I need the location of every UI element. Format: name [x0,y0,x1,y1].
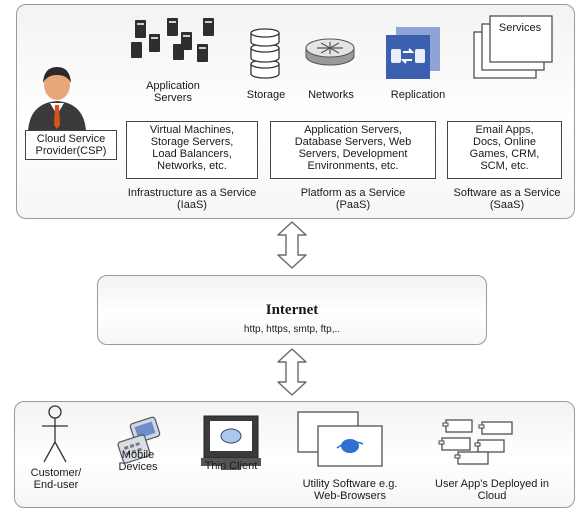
customer-label: Customer/ End-user [30,467,82,491]
internet-panel: Internet http, https, smtp, ftp,.. [97,275,487,345]
services-label: Services [498,22,542,34]
saas-caption: Software as a Service (SaaS) [453,187,561,211]
replication-icon [386,27,440,79]
thin-client-monitor-icon [201,415,261,470]
paas-caption: Platform as a Service (PaaS) [300,187,406,211]
lower-double-arrow-icon [277,348,307,396]
cloud-provider-label: Cloud Service Provider(CSP) [25,130,117,160]
storage-label: Storage [246,89,286,101]
cloud-provider-person-icon [28,67,86,131]
networks-label: Networks [308,89,354,101]
storage-icon [250,28,280,79]
networks-icon [305,38,355,66]
user-apps-label: User App's Deployed in Cloud [435,478,549,502]
mobile-device-icon [117,416,161,464]
services-stack-icon [473,15,553,79]
utility-software-label: Utility Software e.g. Web-Browsers [302,478,398,502]
web-browser-windows-icon [297,411,383,467]
user-apps-components-icon [438,419,513,465]
iaas-box: Virtual Machines, Storage Servers, Load … [126,121,258,179]
paas-box: Application Servers, Database Servers, W… [270,121,436,179]
internet-protocols: http, https, smtp, ftp,.. [243,324,341,335]
thin-client-label: Thin Client [204,460,258,472]
customer-stick-figure-icon [42,405,68,463]
iaas-caption: Infrastructure as a Service (IaaS) [127,187,257,211]
application-servers-icon [131,18,214,62]
internet-title: Internet [265,302,319,318]
application-servers-label: Application Servers [146,80,200,104]
replication-label: Replication [390,89,446,101]
upper-double-arrow-icon [277,221,307,269]
saas-box: Email Apps, Docs, Online Games, CRM, SCM… [447,121,562,179]
mobile-devices-label: Mobile Devices [118,449,158,473]
